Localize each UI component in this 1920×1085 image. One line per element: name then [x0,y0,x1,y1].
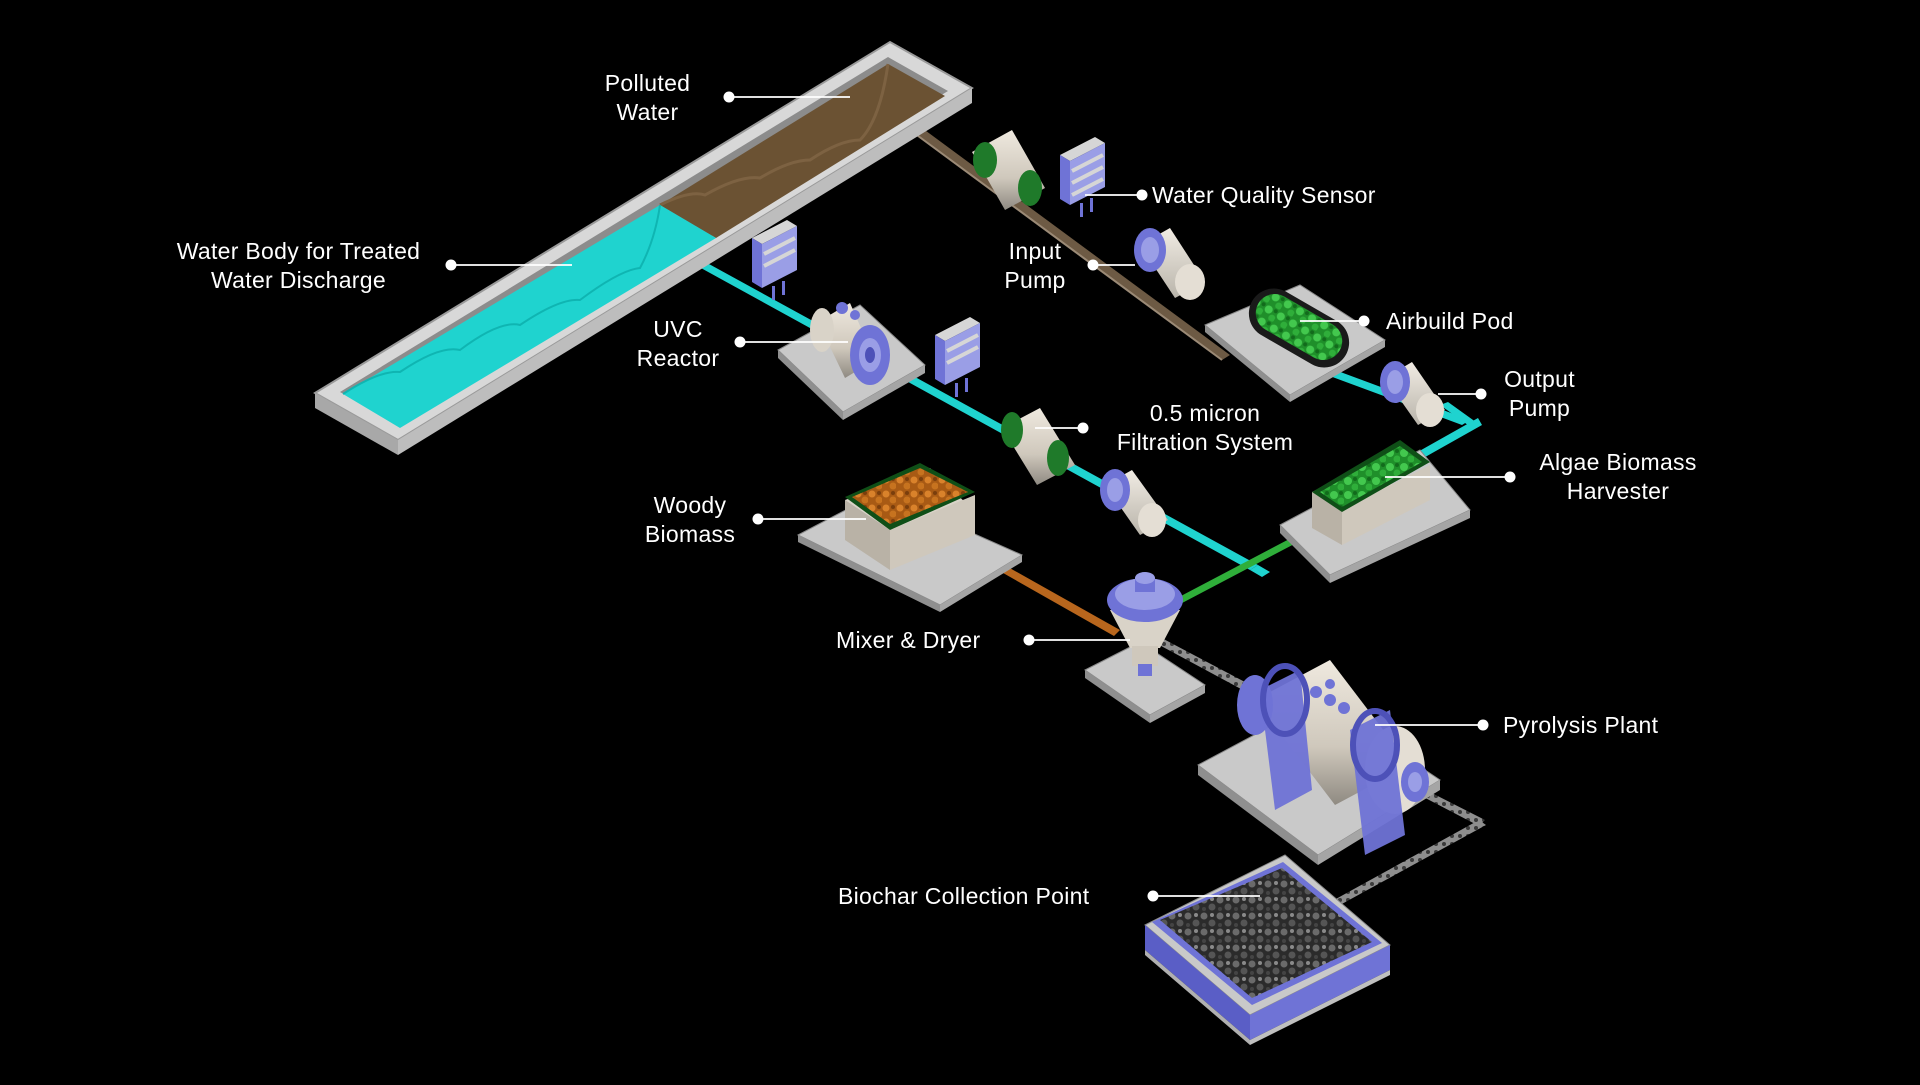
label-input-pump: Input Pump [985,237,1085,295]
water-quality-sensor [1060,137,1105,217]
output-pump [1380,361,1445,427]
label-line: Harvester [1518,477,1718,506]
label-line: Reactor [623,344,733,373]
label-output-pump: Output Pump [1487,365,1592,423]
algae-harvester [1280,440,1470,583]
filtration-system [1001,408,1075,485]
input-pump [1134,228,1205,300]
label-treated-water-body: Water Body for Treated Water Discharge [146,237,451,295]
woody-biomass [798,463,1022,612]
filtration-sensor [935,317,980,397]
label-line: Water Body for Treated [146,237,451,266]
label-biochar-collection: Biochar Collection Point [838,882,1089,911]
input-filter [972,130,1045,210]
label-line: Filtration System [1095,428,1315,457]
label-algae-harvester: Algae Biomass Harvester [1518,448,1718,506]
label-mixer-dryer: Mixer & Dryer [836,626,980,655]
label-airbuild-pod: Airbuild Pod [1386,307,1514,336]
label-line: Water [570,98,725,127]
filtration-pump [1100,469,1168,537]
label-line: Output [1487,365,1592,394]
label-line: UVC [623,315,733,344]
pyrolysis-plant [1198,660,1440,865]
label-filtration-system: 0.5 micron Filtration System [1095,399,1315,457]
label-line: Water Discharge [146,266,451,295]
label-line: Biomass [630,520,750,549]
label-line: 0.5 micron [1095,399,1315,428]
label-line: Pump [1487,394,1592,423]
label-line: Woody [630,491,750,520]
label-water-quality-sensor: Water Quality Sensor [1152,181,1376,210]
label-pyrolysis-plant: Pyrolysis Plant [1503,711,1658,740]
label-line: Algae Biomass [1518,448,1718,477]
label-polluted-water: Polluted Water [570,69,725,127]
biochar-collection [1145,855,1390,1045]
label-line: Polluted [570,69,725,98]
label-line: Input [985,237,1085,266]
label-woody-biomass: Woody Biomass [630,491,750,549]
label-uvc-reactor: UVC Reactor [623,315,733,373]
label-line: Pump [985,266,1085,295]
